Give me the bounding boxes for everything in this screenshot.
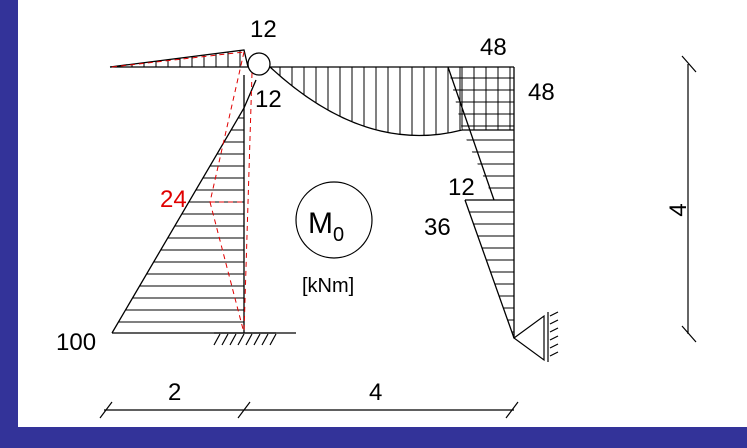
right-lower-outline xyxy=(464,199,515,339)
hinge-circle xyxy=(247,52,271,76)
dimension-lines xyxy=(99,55,697,419)
label-dim-vertical: 4 xyxy=(665,203,692,216)
hatch-left-column xyxy=(112,117,244,323)
right-upper-outline xyxy=(447,66,495,201)
unit-label: [kNm] xyxy=(302,275,354,297)
label-top-joint: 12 xyxy=(250,16,277,43)
left-top-outline xyxy=(109,49,249,68)
moment-symbol-circle xyxy=(295,181,373,259)
label-left-red: 24 xyxy=(160,186,187,213)
label-right-mid-upper: 12 xyxy=(448,174,475,201)
label-dim-bottom-right: 4 xyxy=(369,379,382,406)
moment-title-sub: 0 xyxy=(333,224,344,246)
diagram-outlines xyxy=(109,49,515,339)
hatch-top-left-segment xyxy=(119,50,241,67)
moment-title-main: M xyxy=(308,207,333,240)
label-dim-left: 2 xyxy=(168,379,181,406)
hatch-parabola-beam xyxy=(279,67,461,136)
hatch-corner-grid xyxy=(448,67,514,130)
diagram-canvas xyxy=(18,0,747,427)
roller-support xyxy=(512,311,559,362)
fixed-support xyxy=(213,332,277,346)
label-right-mid-lower: 36 xyxy=(424,214,451,241)
parabola-outline xyxy=(269,66,463,137)
label-below-joint: 12 xyxy=(255,86,282,113)
left-moment-outline xyxy=(111,79,257,334)
red-dashed-lines xyxy=(111,51,253,334)
label-left-base: 100 xyxy=(56,329,96,356)
moment-title: M0 xyxy=(308,207,344,246)
label-right-top: 48 xyxy=(480,34,507,61)
label-right-side: 48 xyxy=(528,79,555,106)
